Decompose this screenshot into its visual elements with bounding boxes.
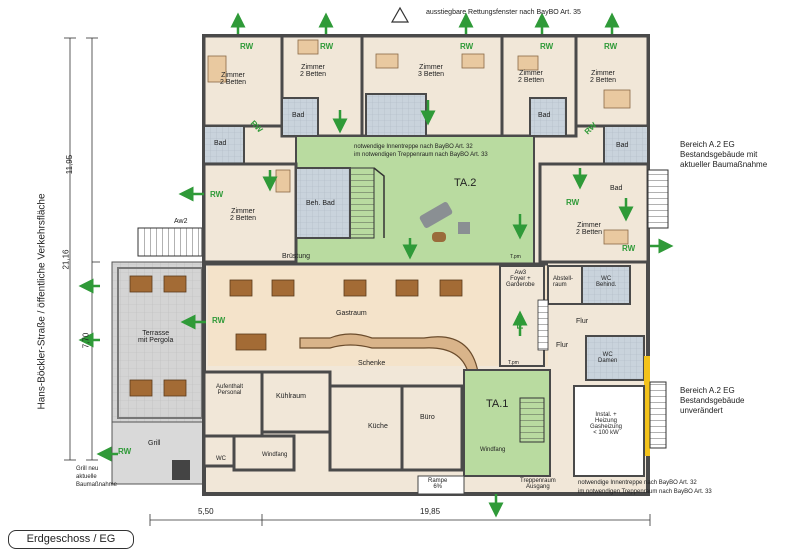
dim-7-70: 7,70 [81,332,91,349]
room-bad-5: Bad [610,185,623,192]
install-room [573,385,645,477]
label-wc: WC [216,456,226,462]
label-schenke: Schenke [358,360,386,367]
label-kuehlraum: Kühlraum [276,393,306,400]
label-gastraum: Gastraum [336,310,367,317]
area-a2-top-2: Bestandsgebäude mit [680,150,758,159]
wc-behind-room [581,265,631,305]
grill-note-2: aktuelle [76,474,97,480]
label-terrasse: Terrasse mit Pergola [138,330,174,344]
rw-label-4: RW [540,42,554,51]
label-aw2: Aw2 [174,218,188,225]
label-windfang-2: Windfang [480,447,506,453]
label-kueche: Küche [368,423,388,430]
dim-11-95: 11,95 [65,154,75,175]
room-beh-bad: Beh. Bad [306,200,335,207]
label-aw3: Aw3 Foyer + Garderobe [506,270,535,288]
right-stair-top [647,169,669,229]
note-inner-stair-2: im notwendigen Treppenraum nach BayBO Ar… [354,152,488,158]
label-aufenthalt: Aufenthalt Personal [216,384,244,396]
gastraum-area [208,266,548,366]
note-inner-stair-1: notwendige Innentreppe nach BayBO Art. 3… [354,144,473,150]
grill-note-3: Baumaßnahme [76,482,118,488]
side-label: Hans-Böckler-Straße / öffentliche Verkeh… [36,193,48,410]
label-tpm-1: T.pm [510,254,521,260]
right-bottom-stair-foyer [537,299,549,351]
beh-bad [295,167,351,239]
abstellraum [547,265,583,305]
label-wc-behind: WC Behind. [596,276,617,288]
dim-21-16: 21,16 [61,249,71,270]
dim-19-85: 19,85 [420,507,441,516]
label-windfang-1: Windfang [262,452,288,458]
rw-label-3: RW [460,42,474,51]
rampe [417,475,465,495]
yellow-edge [644,356,650,456]
room-zimmer-1: Zimmer 2 Betten [220,72,247,86]
floor-title: Erdgeschoss / EG [8,530,134,549]
area-a2-top-3: aktueller Baumaßnahme [680,160,768,169]
right-stair-bottom [649,381,667,449]
armchair-icon [458,222,470,234]
rw-arrows [78,12,674,518]
rw-label-10: RW [566,198,580,207]
ta1-steps [519,397,545,443]
area-a2-top-1: Bereich A.2 EG [680,140,735,149]
room-zimmer-4: Zimmer 2 Betten [518,70,545,84]
label-flur-1: Flur [576,318,589,325]
area-a2-bottom-3: unverändert [680,406,723,415]
bottom-rooms [202,370,464,472]
room-bad-2: Bad [292,112,305,119]
rw-label-6: RW [210,190,224,199]
label-buero: Büro [420,414,435,421]
aw2-stair [137,227,203,257]
grill-area [111,421,209,485]
rw-label-7: RW [212,316,226,325]
label-flur-2: Flur [556,342,569,349]
room-bad-4: Bad [616,142,629,149]
room-zimmer-2: Zimmer 2 Betten [300,64,327,78]
rw-label-5: RW [604,42,618,51]
dimension-lines [64,37,651,526]
rw-label-1: RW [240,42,254,51]
grill-note-1: Grill neu [76,466,99,472]
stair-steps [349,167,375,239]
label-ta1: TA.1 [486,398,509,410]
room-zimmer-3: Zimmer 3 Betten [418,64,445,78]
label-ta2: TA.2 [454,177,477,189]
note-bottom-1: notwendige Innentreppe nach BayBO Art. 3… [578,480,697,486]
label-install: Instal. + Heizung Gasheizung < 100 kW [590,412,623,436]
room-zimmer-7: Zimmer 2 Betten [576,222,603,236]
terrace-area [111,261,209,423]
alarm-icon [390,6,410,23]
rw-label-13: RW [516,315,526,330]
room-zimmer-5: Zimmer 2 Betten [590,70,617,84]
top-note: ausstiegbare Rettungsfenster nach BayBO … [426,9,581,16]
label-wc-damen: WC Damen [598,352,618,364]
area-a2-bottom-1: Bereich A.2 EG [680,386,735,395]
dim-5-50: 5,50 [198,507,214,516]
area-a2-bottom-2: Bestandsgebäude [680,396,745,405]
label-grill: Grill [148,440,161,447]
label-abstellraum: Abstell- raum [553,276,574,288]
label-treppenraum-ausgang: Treppenraum Ausgang [520,478,556,490]
room-bad-3: Bad [538,112,551,119]
rw-label-2: RW [320,42,334,51]
gastraum-tables [229,279,463,351]
rw-label-9: RW [622,244,636,253]
terrace-tables [129,275,187,397]
label-rampe: Rampe 6% [428,478,448,490]
beds [207,39,631,245]
grill-icon [172,460,190,480]
room-bad-1: Bad [214,140,227,147]
rw-label-8: RW [118,447,132,456]
room-zimmer-6: Zimmer 2 Betten [230,208,257,222]
sofa-icon [419,202,453,228]
label-bruestung: Brüstung [282,253,311,260]
label-tpm-2: T.pm [508,360,519,366]
note-bottom-2: im notwendigen Treppenraum nach BayBO Ar… [578,489,712,495]
table-icon [432,232,446,242]
